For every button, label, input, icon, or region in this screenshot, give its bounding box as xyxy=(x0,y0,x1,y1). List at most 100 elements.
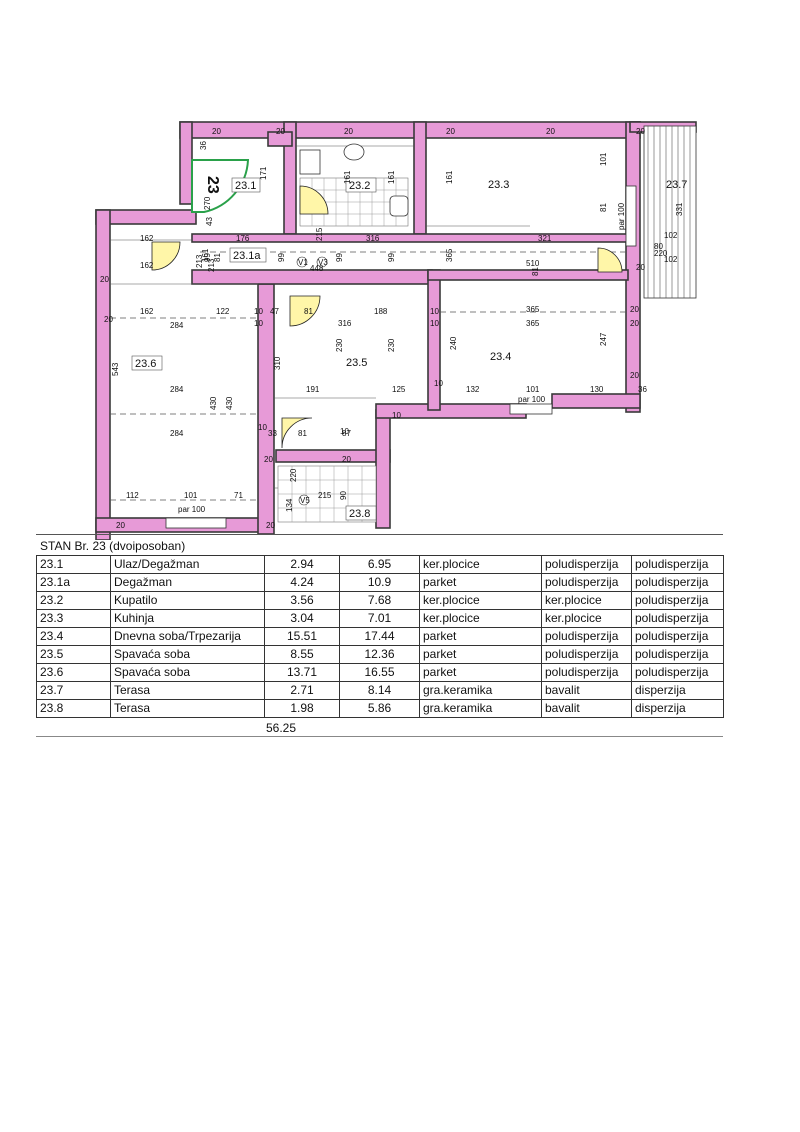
windows: par 100 par 100 par 100 xyxy=(165,185,637,529)
cell-ceiling: poludisperzija xyxy=(631,573,724,592)
dimension-label: 81 xyxy=(298,429,307,438)
dimension-label: 122 xyxy=(216,307,230,316)
dimension-label: 171 xyxy=(259,166,268,180)
dimension-label: 161 xyxy=(387,170,396,184)
cell-name: Spavaća soba xyxy=(110,645,265,664)
room-labels: 23.1 23.1a 23.2 23.3 23.4 23.5 23.6 23.7… xyxy=(131,177,687,521)
total-area: 56.25 xyxy=(266,721,297,735)
dimension-label: 162 xyxy=(140,307,154,316)
dimension-label: 71 xyxy=(234,491,243,500)
dimension-label: 130 xyxy=(590,385,604,394)
dimension-label: 81 xyxy=(599,203,608,212)
cell-name: Terasa xyxy=(110,699,265,718)
cell-perimeter: 8.14 xyxy=(339,681,420,700)
room-label: 23.6 xyxy=(135,358,156,370)
dimension-label: 20 xyxy=(276,127,285,136)
dimension-label: 102 xyxy=(664,255,678,264)
dimension-label: 188 xyxy=(374,307,388,316)
dimension-label: 20 xyxy=(344,127,353,136)
dimension-label: 36 xyxy=(638,385,647,394)
dimension-label: 316 xyxy=(338,319,352,328)
dimension-label: 215 xyxy=(318,491,332,500)
cell-walls: bavalit xyxy=(541,699,632,718)
cell-floor: parket xyxy=(419,573,542,592)
dimension-label: 220 xyxy=(654,249,668,258)
dimension-label: 270 xyxy=(203,196,212,210)
dimension-label: 10 xyxy=(430,307,439,316)
dimension-label: 47 xyxy=(270,307,279,316)
cell-ceiling: poludisperzija xyxy=(631,663,724,682)
cell-floor: ker.plocice xyxy=(419,591,542,610)
dimension-label: 284 xyxy=(170,385,184,394)
cell-area: 15.51 xyxy=(264,627,340,646)
cell-walls: bavalit xyxy=(541,681,632,700)
dimension-label: 90 xyxy=(339,491,348,500)
cell-floor: parket xyxy=(419,627,542,646)
cell-floor: ker.plocice xyxy=(419,609,542,628)
cell-floor: parket xyxy=(419,645,542,664)
dimension-label: 10 xyxy=(254,319,263,328)
dimension-label: 365 xyxy=(445,248,454,262)
svg-text:V1: V1 xyxy=(298,258,308,267)
cell-walls: poludisperzija xyxy=(541,627,632,646)
dimension-label: 161 xyxy=(343,170,352,184)
dimension-label: 213 xyxy=(207,258,216,272)
dimension-label: 365 xyxy=(526,305,540,314)
window-label: par 100 xyxy=(178,505,206,514)
cell-name: Ulaz/Degažman xyxy=(110,555,265,574)
cell-walls: poludisperzija xyxy=(541,645,632,664)
cell-area: 8.55 xyxy=(264,645,340,664)
dimension-label: 162 xyxy=(140,234,154,243)
cell-ceiling: poludisperzija xyxy=(631,609,724,628)
svg-text:V5: V5 xyxy=(300,496,310,505)
dimension-label: 220 xyxy=(289,468,298,482)
dimension-label: 125 xyxy=(392,385,406,394)
dimension-label: 448 xyxy=(310,264,324,273)
cell-area: 2.94 xyxy=(264,555,340,574)
cell-perimeter: 12.36 xyxy=(339,645,420,664)
dimension-label: 101 xyxy=(526,385,540,394)
cell-walls: ker.plocice xyxy=(541,609,632,628)
cell-area: 4.24 xyxy=(264,573,340,592)
window-label: par 100 xyxy=(518,395,546,404)
dimension-label: 99 xyxy=(203,253,212,262)
dimension-label: 240 xyxy=(449,336,458,350)
dimension-label: 20 xyxy=(630,371,639,380)
terrace-23-7 xyxy=(643,125,697,299)
dimension-label: 510 xyxy=(526,259,540,268)
cell-area: 3.04 xyxy=(264,609,340,628)
dimension-label: 284 xyxy=(170,429,184,438)
dimension-label: 191 xyxy=(306,385,320,394)
dimension-label: 20 xyxy=(630,319,639,328)
dimension-label: 20 xyxy=(116,521,125,530)
dimension-label: 112 xyxy=(126,491,139,500)
dimension-label: 81 xyxy=(304,307,313,316)
room-label: 23.2 xyxy=(349,180,370,192)
dimension-label: 102 xyxy=(664,231,678,240)
svg-text:23: 23 xyxy=(204,176,221,194)
cell-walls: poludisperzija xyxy=(541,573,632,592)
cell-walls: poludisperzija xyxy=(541,555,632,574)
dimension-label: 20 xyxy=(104,315,113,324)
cell-no: 23.3 xyxy=(36,609,111,628)
dimension-label: 134 xyxy=(285,498,294,512)
dimension-label: 230 xyxy=(387,338,396,352)
svg-text:V3: V3 xyxy=(318,258,328,267)
cell-area: 13.71 xyxy=(264,663,340,682)
cell-floor: ker.plocice xyxy=(419,555,542,574)
cell-walls: ker.plocice xyxy=(541,591,632,610)
dimension-label: 20 xyxy=(100,275,109,284)
dimension-label: 10 xyxy=(258,423,267,432)
dimension-label: 99 xyxy=(387,253,396,262)
dimension-label: 161 xyxy=(201,248,210,262)
cell-floor: parket xyxy=(419,663,542,682)
